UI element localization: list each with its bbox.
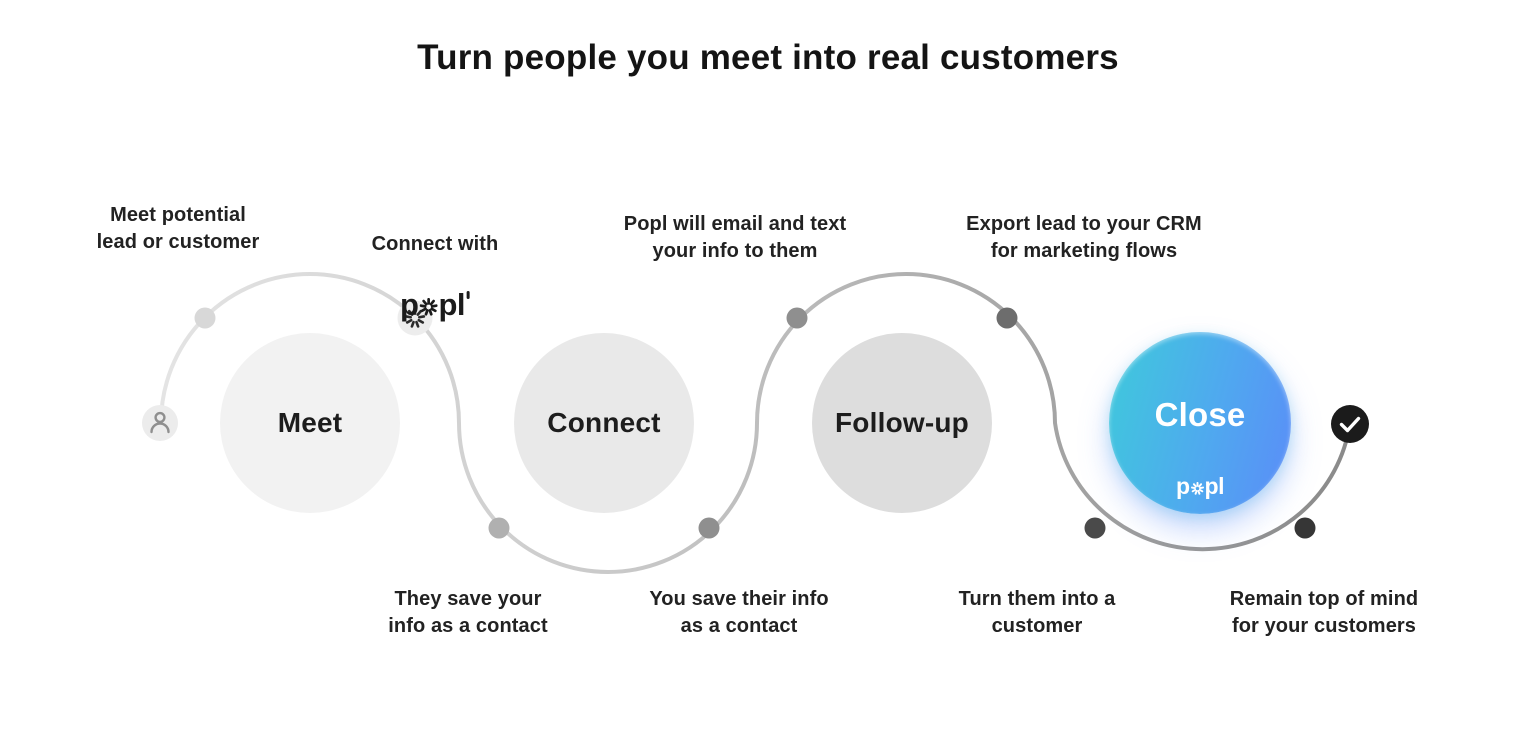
stage-label: Connect xyxy=(547,407,661,438)
note-turn-into-customer: Turn them into a customer xyxy=(958,588,1116,637)
page-title: Turn people you meet into real customers xyxy=(417,38,1119,77)
popl-starburst-icon xyxy=(1190,482,1204,495)
logo-trademark-tick xyxy=(467,291,470,299)
popl-logo-white: p pl xyxy=(1109,475,1291,498)
logo-letter-p: p xyxy=(1175,473,1190,499)
logo-letter-p: p xyxy=(400,287,419,322)
start-person-node xyxy=(142,405,178,441)
popl-starburst-icon xyxy=(419,298,438,316)
logo-letters-pl: pl xyxy=(438,287,465,322)
stage-circle-follow-up: Follow-up xyxy=(812,333,992,513)
stage-circle-close: Close p pl xyxy=(1109,332,1291,514)
checkmark-icon xyxy=(1339,416,1361,433)
milestone-dot xyxy=(698,517,720,539)
logo-letters-pl: pl xyxy=(1204,473,1225,499)
note-connect-with: Connect with p pl xyxy=(372,204,499,347)
stage-circle-connect: Connect xyxy=(514,333,694,513)
stage-label: Meet xyxy=(277,407,343,438)
milestone-dot xyxy=(1294,517,1316,539)
stage-circle-meet: Meet xyxy=(220,333,400,513)
note-export-crm: Export lead to your CRM for marketing fl… xyxy=(966,213,1202,262)
note-connect-with-text: Connect with xyxy=(371,233,499,255)
note-you-save-info: You save their info as a contact xyxy=(649,588,829,637)
milestone-dot xyxy=(996,307,1018,329)
stage-label: Follow-up xyxy=(835,407,969,438)
milestone-dot xyxy=(488,517,510,539)
milestone-dot xyxy=(786,307,808,329)
milestone-dot xyxy=(1084,517,1106,539)
stage-label: Close xyxy=(1154,396,1246,433)
popl-logo-black: p pl xyxy=(372,289,499,320)
person-icon xyxy=(150,411,170,434)
note-popl-email-text: Popl will email and text your info to th… xyxy=(623,213,847,262)
note-remain-top-of-mind: Remain top of mind for your customers xyxy=(1229,588,1419,637)
journey-curve xyxy=(159,272,1352,574)
note-they-save-info: They save your info as a contact xyxy=(388,588,548,637)
milestone-dot xyxy=(194,307,216,329)
note-meet-potential: Meet potential lead or customer xyxy=(96,204,260,253)
end-check-node xyxy=(1331,405,1369,443)
popl-starburst-icon xyxy=(404,307,426,328)
